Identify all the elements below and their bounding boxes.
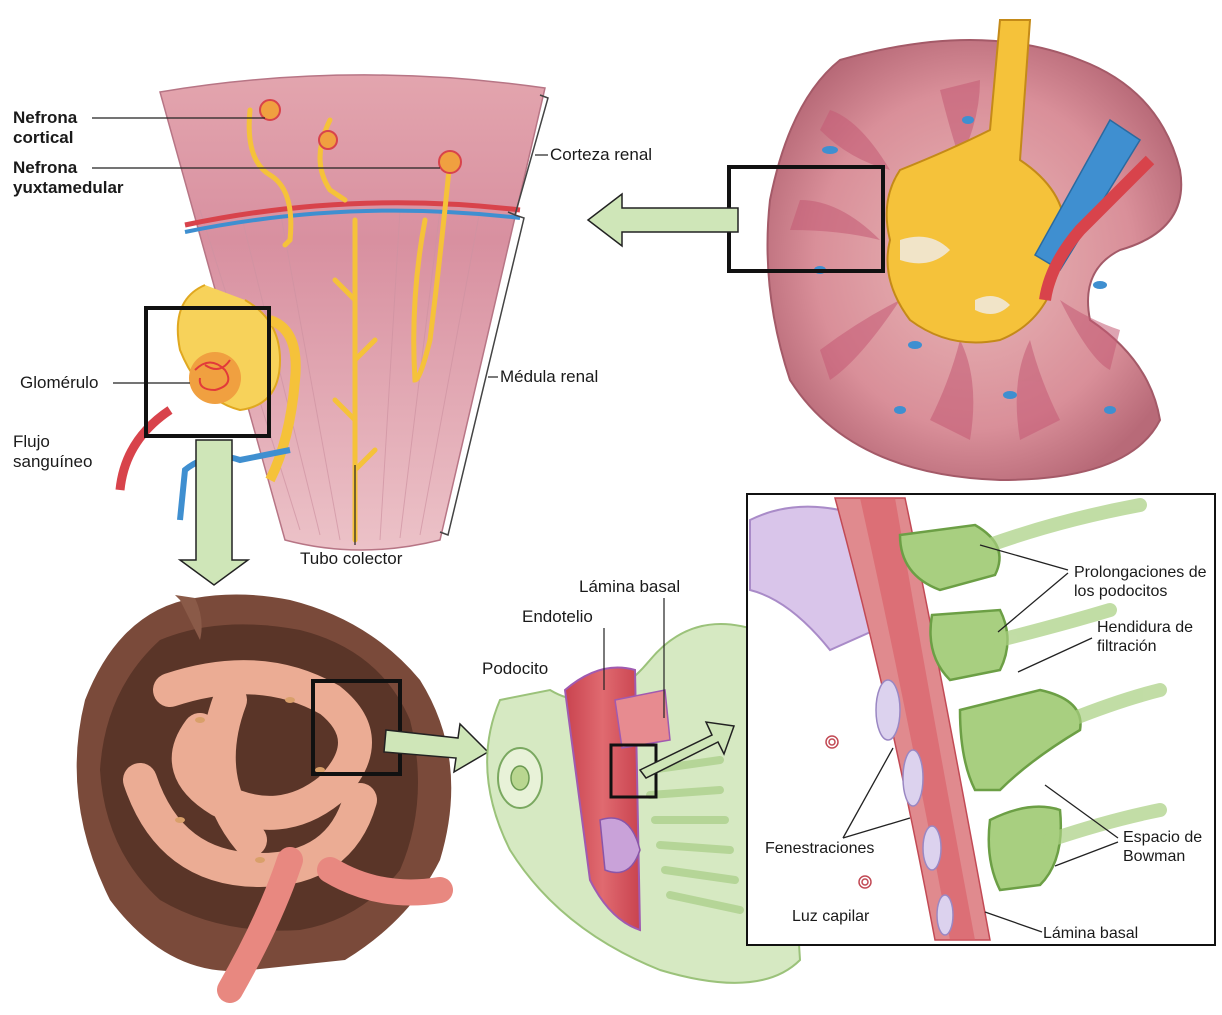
label-luz-capilar: Luz capilar <box>792 907 869 926</box>
label-podocito: Podocito <box>482 659 548 679</box>
label-tubo-colector: Tubo colector <box>300 549 402 569</box>
kidney-section <box>588 20 1181 480</box>
filtration-inset <box>747 494 1215 945</box>
label-endotelio: Endotelio <box>522 607 593 627</box>
label-flujo-sanguineo: Flujo sanguíneo <box>13 432 113 472</box>
label-medula-renal: Médula renal <box>500 367 598 387</box>
label-nefrona-cortical: Nefrona cortical <box>13 108 103 148</box>
label-lamina-basal-inset: Lámina basal <box>1043 924 1138 943</box>
label-corteza-renal: Corteza renal <box>550 145 652 165</box>
label-espacio-bowman: Espacio de Bowman <box>1123 828 1218 866</box>
label-lamina-basal-top: Lámina basal <box>579 577 680 597</box>
renal-wedge <box>92 75 548 585</box>
label-fenestraciones: Fenestraciones <box>765 839 874 858</box>
label-hendidura: Hendidura de filtración <box>1097 618 1207 656</box>
label-prolongaciones: Prolongaciones de los podocitos <box>1074 563 1214 601</box>
label-glomerulo: Glomérulo <box>20 373 98 393</box>
label-nefrona-yuxtamedular: Nefrona yuxtamedular <box>13 158 153 198</box>
glomerulus-closeup <box>77 594 488 990</box>
